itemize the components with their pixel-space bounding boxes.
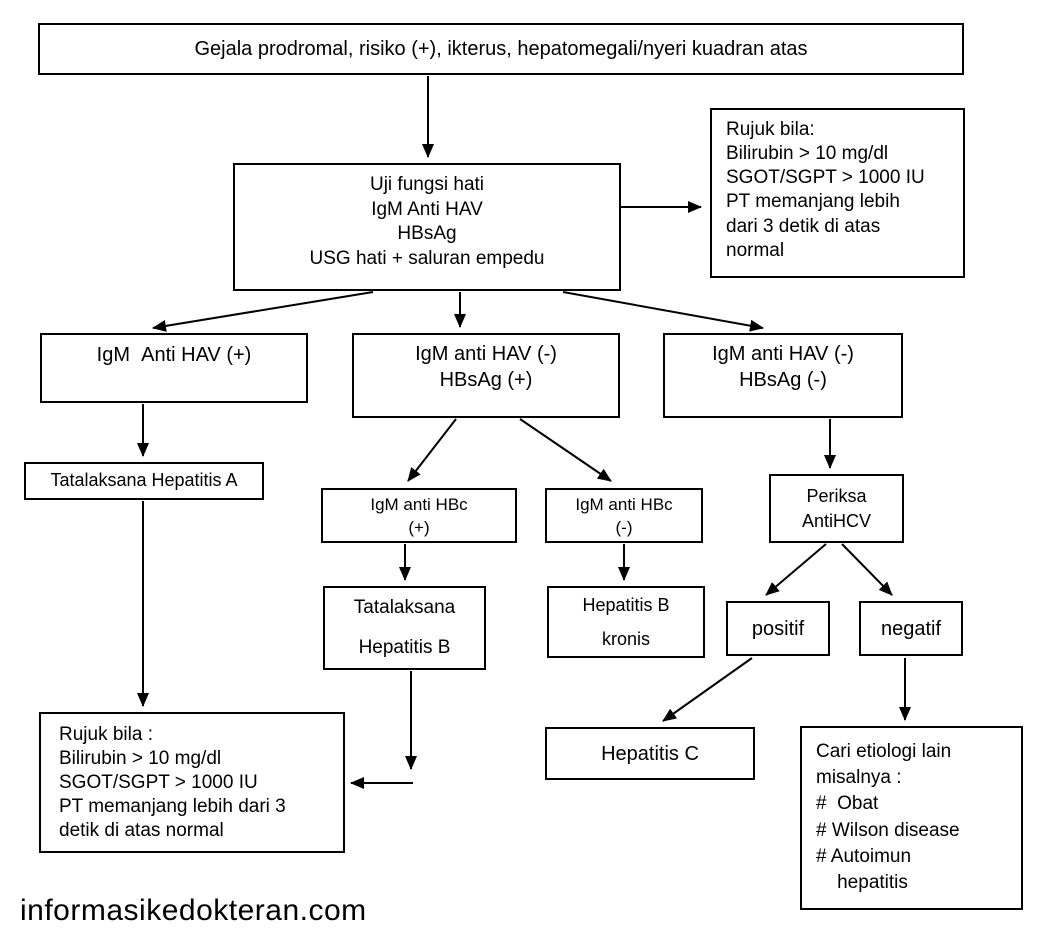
node-igm-anti-hav-neg-hbsag-neg: IgM anti HAV (-) HBsAg (-): [663, 333, 903, 418]
edge-mid-to-hbcpos: [407, 418, 457, 482]
node-positif: positif: [726, 601, 830, 656]
node-hepatitis-c: Hepatitis C: [545, 727, 755, 780]
edge-positif-to-hepatitisC: [662, 657, 753, 722]
edge-periksa-to-negatif: [841, 543, 893, 596]
node-igm-anti-hbc-pos: IgM anti HBc (+): [321, 488, 517, 543]
node-igm-anti-hbc-neg: IgM anti HBc (-): [545, 488, 703, 543]
node-start: Gejala prodromal, risiko (+), ikterus, h…: [38, 23, 964, 75]
edge-mid-to-hbcneg: [519, 418, 612, 482]
node-igm-anti-hav-neg-hbsag-pos: IgM anti HAV (-) HBsAg (+): [352, 333, 620, 418]
edge-workup-to-havpos: [152, 291, 374, 332]
node-tatalaksana-hepatitis-b: Tatalaksana Hepatitis B: [323, 586, 486, 670]
watermark-text: informasikedokteran.com: [20, 894, 367, 927]
node-workup: Uji fungsi hati IgM Anti HAV HBsAg USG h…: [233, 163, 621, 291]
node-rujuk-bottom: Rujuk bila : Bilirubin > 10 mg/dl SGOT/S…: [39, 712, 345, 853]
edge-periksa-to-positif: [765, 543, 827, 596]
node-igm-anti-hav-pos: IgM Anti HAV (+): [40, 333, 308, 403]
node-periksa-antihcv: Periksa AntiHCV: [769, 474, 904, 543]
edge-workup-to-right-branch: [562, 291, 764, 332]
node-cari-etiologi: Cari etiologi lain misalnya : # Obat # W…: [800, 726, 1023, 910]
node-tatalaksana-hepatitis-a: Tatalaksana Hepatitis A: [24, 462, 264, 500]
node-negatif: negatif: [859, 601, 963, 656]
node-hepatitis-b-kronis: Hepatitis B kronis: [547, 586, 705, 658]
node-rujuk-top: Rujuk bila: Bilirubin > 10 mg/dl SGOT/SG…: [710, 108, 965, 278]
